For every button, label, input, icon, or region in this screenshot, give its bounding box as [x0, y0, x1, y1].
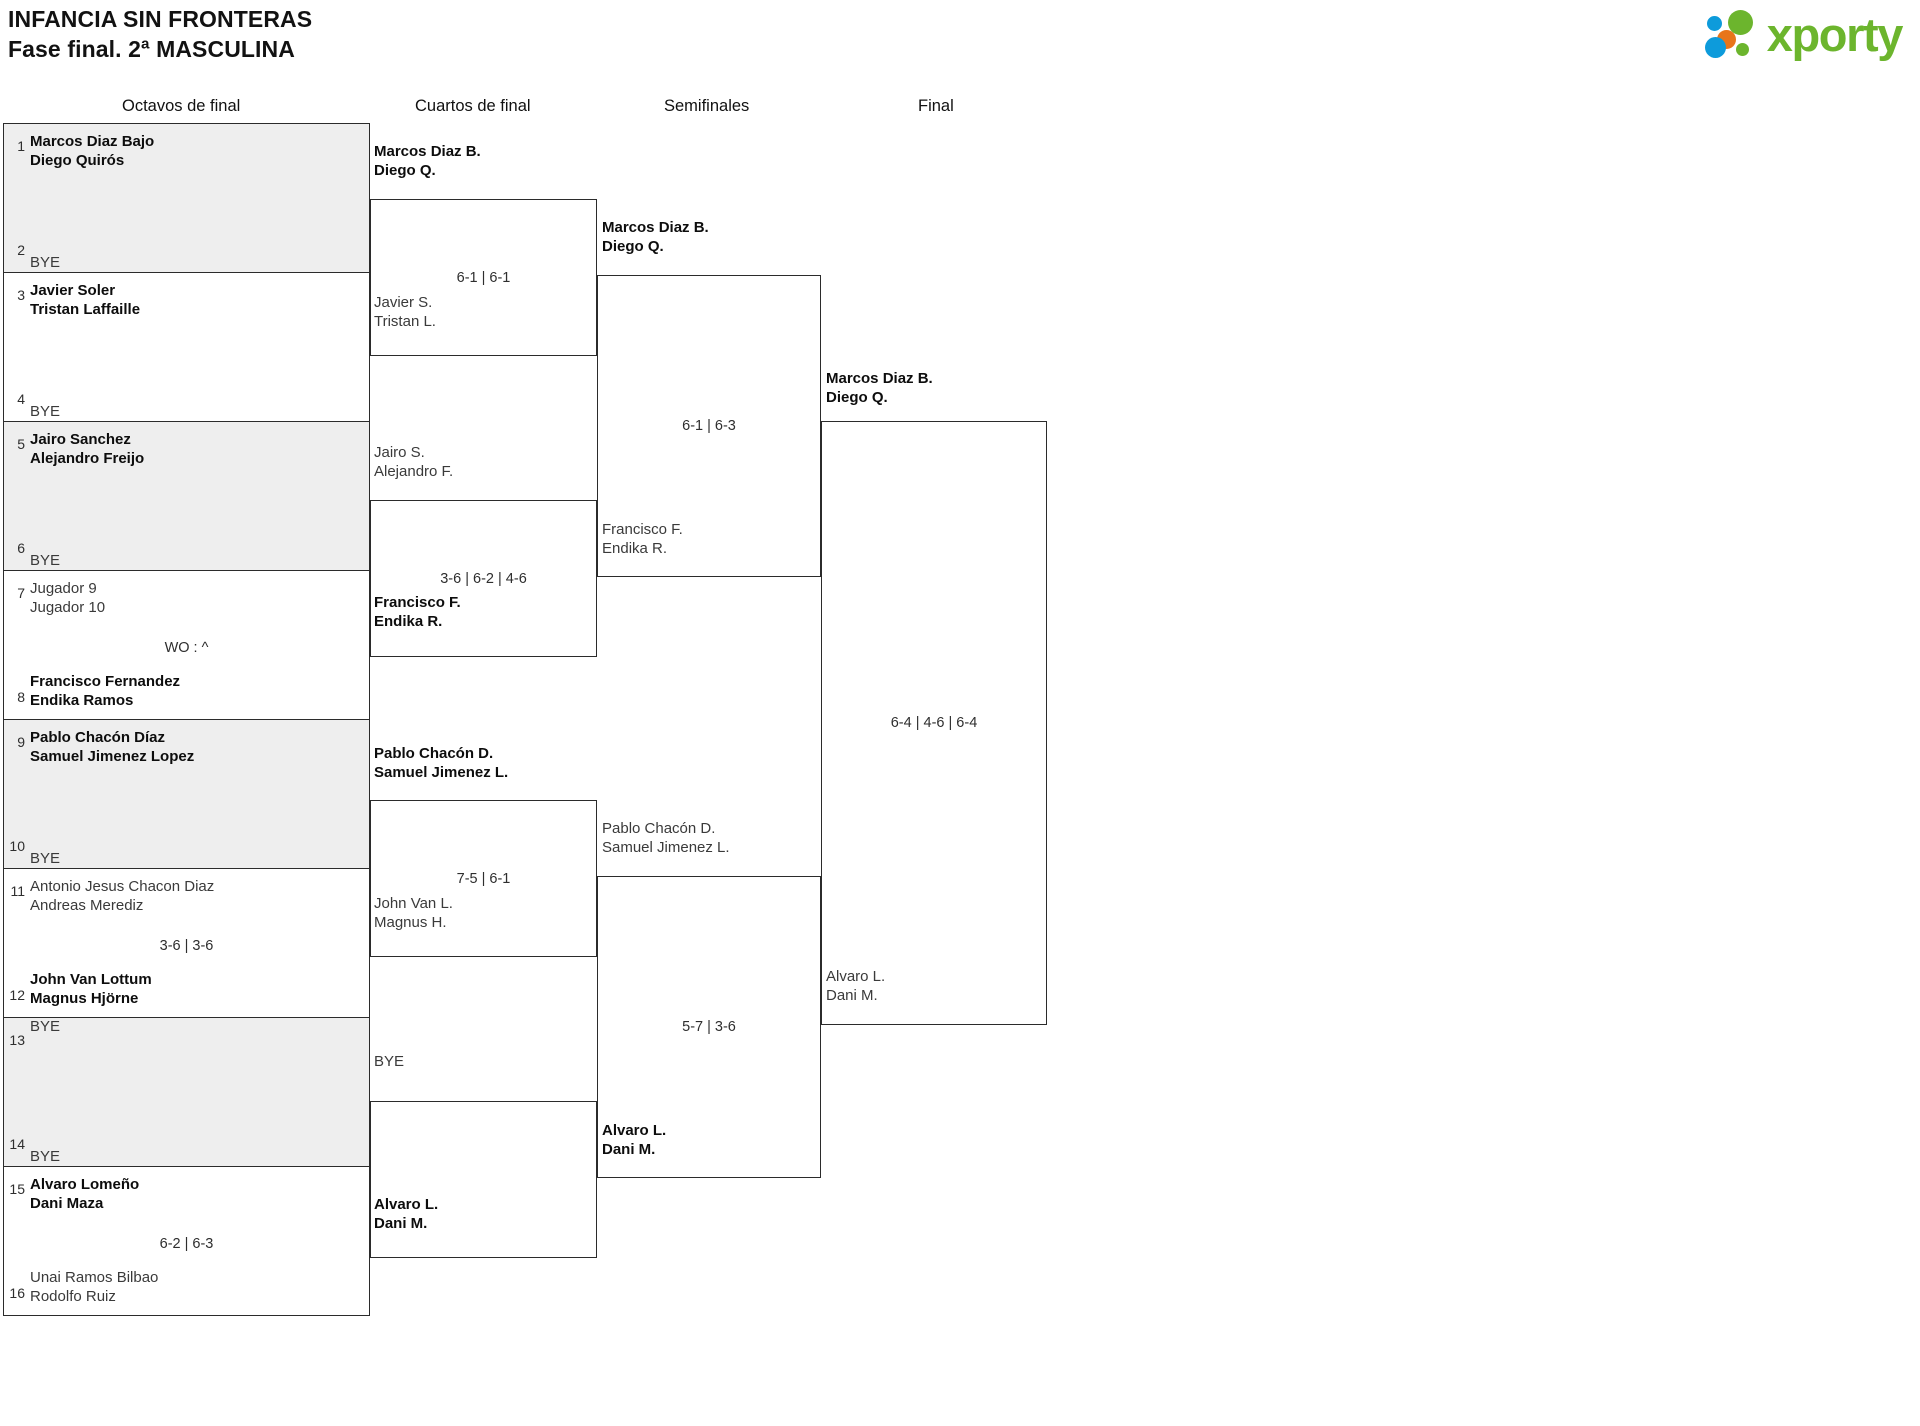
match-score: 6-1 | 6-3 — [682, 418, 736, 434]
round-header-cuartos: Cuartos de final — [415, 97, 531, 115]
seed-number: 14 — [9, 1136, 25, 1152]
seed-number: 6 — [17, 540, 25, 556]
seed-number: 3 — [17, 287, 25, 303]
match-score: 6-2 | 6-3 — [159, 1236, 214, 1252]
seed-number: 1 — [17, 138, 25, 154]
bye-label: BYE — [30, 1018, 61, 1035]
tournament-phase: Fase final. 2ª MASCULINA — [8, 36, 295, 62]
seed-number: 11 — [10, 883, 25, 899]
match-score: 6-4 | 4-6 | 6-4 — [890, 715, 978, 731]
round-header-final: Final — [918, 97, 954, 115]
tournament-name: INFANCIA SIN FRONTERAS — [8, 6, 313, 32]
seed-number: 10 — [9, 838, 25, 854]
round3-entrant-top: Marcos Diaz B. Diego Q. — [602, 219, 709, 255]
bye-label: BYE — [30, 1147, 61, 1165]
round2-entrant-top: Jairo S. Alejandro F. — [374, 444, 454, 480]
round2-match[interactable]: 7-5 | 6-1 — [370, 800, 597, 957]
round4-entrant-top: Marcos Diaz B. Diego Q. — [826, 370, 933, 406]
seed-number: 8 — [17, 689, 25, 705]
page-title: INFANCIA SIN FRONTERAS Fase final. 2ª MA… — [8, 4, 312, 64]
round2-entrant-bottom: John Van L. Magnus H. — [374, 895, 453, 931]
round2-entrant-top: Marcos Diaz B. Diego Q. — [374, 143, 481, 179]
round4-match[interactable]: 6-4 | 4-6 | 6-4 — [821, 421, 1047, 1025]
round2-match[interactable]: 6-1 | 6-1 — [370, 199, 597, 356]
round2-entrant-bottom: Francisco F. Endika R. — [374, 594, 461, 630]
round2-entrant-top: BYE — [374, 1053, 405, 1070]
bye-label: BYE — [30, 551, 61, 569]
round-header-octavos: Octavos de final — [122, 97, 241, 115]
match-score: WO : ^ — [164, 640, 209, 656]
round3-match[interactable]: 5-7 | 3-6 — [597, 876, 821, 1178]
round-header-semifinales: Semifinales — [664, 97, 750, 115]
round3-match[interactable]: 6-1 | 6-3 — [597, 275, 821, 577]
bye-label: BYE — [30, 402, 61, 420]
seed-number: 7 — [17, 585, 25, 601]
round4-entrant-bottom: Alvaro L. Dani M. — [826, 968, 886, 1004]
match-score: 7-5 | 6-1 — [456, 870, 511, 887]
seed-number: 16 — [9, 1285, 25, 1301]
seed-number: 9 — [17, 734, 25, 750]
round3-entrant-bottom: Alvaro L. Dani M. — [602, 1122, 667, 1158]
bye-label: BYE — [30, 849, 61, 867]
logo-wordmark: xporty — [1766, 7, 1904, 61]
round2-match[interactable] — [370, 1101, 597, 1258]
seed-number: 5 — [17, 436, 25, 452]
match-score: 6-1 | 6-1 — [456, 269, 511, 286]
round2-entrant-bottom: Javier S. Tristan L. — [374, 294, 436, 330]
round1-slot: 13 BYE — [4, 1018, 369, 1092]
round3-entrant-top: Pablo Chacón D. Samuel Jimenez L. — [602, 820, 730, 856]
bye-label: BYE — [30, 253, 61, 271]
seed-number: 13 — [9, 1032, 25, 1048]
round2-entrant-top: Pablo Chacón D. Samuel Jimenez L. — [374, 745, 509, 781]
xporty-logo[interactable]: xporty — [1704, 7, 1904, 61]
match-score: 3-6 | 3-6 — [159, 938, 214, 954]
seed-number: 12 — [9, 987, 25, 1003]
match-score: 5-7 | 3-6 — [682, 1019, 736, 1035]
round2-entrant-bottom: Alvaro L. Dani M. — [374, 1196, 439, 1232]
round2-match[interactable]: 3-6 | 6-2 | 4-6 — [370, 500, 597, 657]
round3-entrant-bottom: Francisco F. Endika R. — [602, 521, 683, 557]
match-score: 3-6 | 6-2 | 4-6 — [440, 570, 527, 587]
seed-number: 4 — [17, 391, 25, 407]
logo-dots-icon — [1704, 8, 1763, 60]
seed-number: 2 — [17, 242, 25, 258]
seed-number: 15 — [9, 1181, 25, 1197]
